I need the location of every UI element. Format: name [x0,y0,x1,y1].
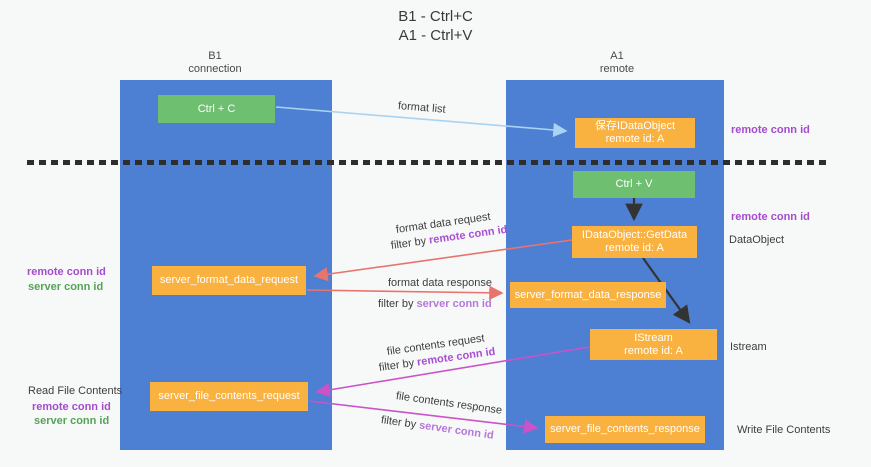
ctrl-c-box: Ctrl + C [158,95,275,123]
left-remote-conn-id-label-1: remote conn id [27,266,106,278]
filter-prefix: filter by [380,414,420,432]
save-idataobject-line2: remote id: A [605,133,665,145]
server-format-data-response-box: server_format_data_response [510,282,666,308]
filter-by-server-conn-id-label-2: filter by server conn id [380,414,494,442]
filter-prefix: filter by [378,298,417,310]
column-b1-name: B1 [208,50,222,62]
server-file-contents-response-box: server_file_contents_response [545,416,705,443]
format-data-response-label: format data response [388,277,492,289]
right-remote-conn-id-label-2: remote conn id [731,211,810,223]
column-header-b1: B1 connection [155,50,275,76]
dashed-separator-line [27,160,830,165]
save-idataobject-line1: 保存IDataObject [594,120,676,132]
server-conn-id-text: server conn id [416,298,492,310]
column-header-a1: A1 remote [557,50,677,76]
server-file-contents-request-box: server_file_contents_request [150,382,308,411]
istream-box: IStream remote id: A [590,329,717,360]
getdata-line2: remote id: A [605,242,664,254]
arrow-format-data-response [306,285,504,301]
istream-line2: remote id: A [624,344,683,357]
server-conn-id-text: server conn id [418,419,495,442]
filter-by-server-conn-id-label-1: filter by server conn id [378,298,492,310]
left-server-conn-id-label-1: server conn id [28,281,104,293]
right-remote-conn-id-label-1: remote conn id [731,124,810,136]
ctrl-c-label: Ctrl + C [197,102,236,115]
file-contents-response-label: file contents response [395,390,503,417]
server-format-data-request-label: server_format_data_request [159,274,299,286]
format-list-label: format list [397,100,447,116]
title-line-2: A1 - Ctrl+V [398,27,473,44]
save-idataobject-box: 保存IDataObject remote id: A [575,118,695,148]
read-file-contents-label: Read File Contents [28,385,123,397]
column-b1-subtitle: connection [188,63,242,75]
filter-prefix: filter by [378,356,418,374]
left-server-conn-id-label-2: server conn id [34,415,110,427]
dataobject-label: DataObject [729,234,785,246]
istream-side-label: Istream [730,341,767,353]
getdata-line1: IDataObject::GetData [581,229,688,241]
server-format-data-response-label: server_format_data_response [514,288,662,301]
idataobject-getdata-box: IDataObject::GetData remote id: A [572,226,697,258]
istream-line1: IStream [634,331,673,344]
server-file-contents-request-label: server_file_contents_request [158,390,300,402]
column-a1-subtitle: remote [599,63,635,75]
column-a1-name: A1 [610,50,624,62]
write-file-contents-label: Write File Contents [737,424,831,436]
title-line-1: B1 - Ctrl+C [398,8,473,25]
ctrl-v-box: Ctrl + V [573,171,695,198]
left-remote-conn-id-label-2: remote conn id [32,401,111,413]
filter-prefix: filter by [390,234,430,252]
server-file-contents-response-label: server_file_contents_response [550,423,700,435]
ctrl-v-label: Ctrl + V [615,178,653,190]
server-format-data-request-box: server_format_data_request [152,266,306,295]
